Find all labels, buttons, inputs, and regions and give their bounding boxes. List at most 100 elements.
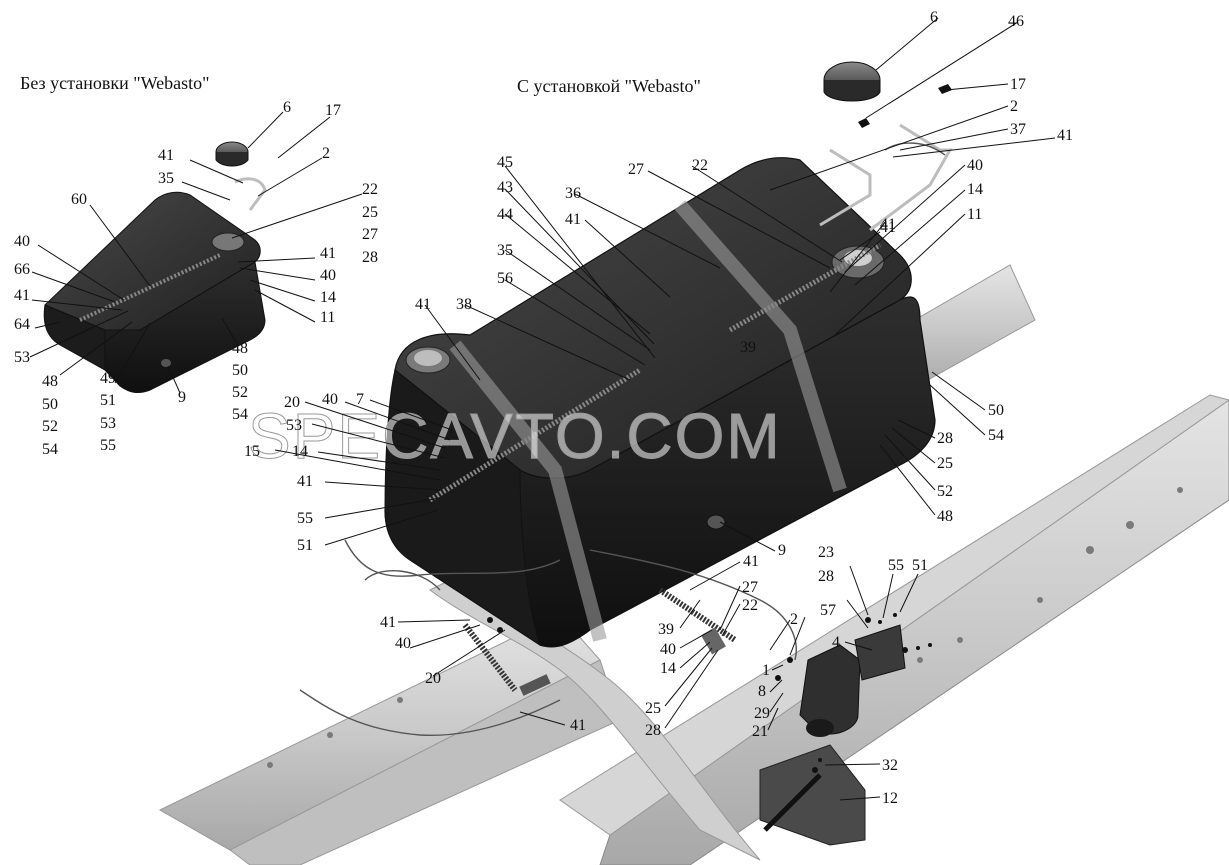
tank-strap-2 [674,200,847,493]
right-callout-55b: 55 [888,557,904,574]
right-callout-25b: 25 [645,700,661,717]
right-callout-28b: 28 [645,722,661,739]
right-callout-2: 2 [1010,98,1018,115]
right-callout-36: 36 [565,185,581,202]
right-callout-14a: 14 [967,181,983,198]
right-callout-45: 45 [497,154,513,171]
right-callout-41f: 41 [297,473,313,490]
filler-cap-small [215,141,249,167]
right-callout-41c: 41 [880,216,896,233]
right-callout-41i: 41 [570,717,586,734]
small-tank-end-face [43,304,106,371]
right-callout-20b: 20 [425,670,441,687]
right-callout-46: 46 [1008,13,1024,30]
right-callout-50: 50 [988,402,1004,419]
right-callout-1: 1 [762,662,770,679]
left-callout-22: 22 [362,181,378,198]
right-callout-29: 29 [754,705,770,722]
left-callout-52b: 52 [42,418,58,435]
fasteners [487,613,932,773]
tank-band-b [728,242,882,333]
left-callouts: 6 17 41 2 35 22 60 25 27 28 40 41 66 40 … [14,99,378,458]
caption-without-webasto: Без установки "Webasto" [20,73,209,93]
bracket-12 [759,744,866,846]
left-callout-40a: 40 [14,233,30,250]
small-tank-band [79,253,221,322]
right-callout-23: 23 [818,544,834,561]
left-callout-41c: 41 [14,287,30,304]
filler-cap-large [823,61,881,102]
right-callout-32: 32 [882,757,898,774]
left-callout-66: 66 [14,261,30,278]
right-callout-41h: 41 [380,614,396,631]
right-callout-22a: 22 [692,157,708,174]
tank-end-face [384,369,541,647]
right-callout-20a: 20 [284,394,300,411]
right-callout-21: 21 [752,723,768,740]
left-callout-54b: 54 [42,441,58,458]
pump-filter-unit [799,644,861,737]
right-callout-43: 43 [497,179,513,196]
small-tank-drain [161,359,171,367]
tank-sender-unit-top [844,250,872,266]
right-callout-15: 15 [244,443,260,460]
left-callout-41: 41 [158,147,174,164]
left-callout-60: 60 [71,191,87,208]
right-callout-40c: 40 [660,641,676,658]
left-callout-40b: 40 [320,267,336,284]
left-callout-17: 17 [325,102,341,119]
right-callout-35: 35 [497,242,513,259]
right-callout-25a: 25 [937,455,953,472]
small-tank-front-face [104,261,266,394]
left-callout-2: 2 [322,145,330,162]
right-callout-22b: 22 [742,597,758,614]
watermark: SPECAVTO.COM [248,400,782,472]
right-callout-40b: 40 [322,391,338,408]
left-callout-53a: 53 [14,349,30,366]
tank-strap-1 [449,340,607,642]
right-callout-12: 12 [882,790,898,807]
left-callout-64: 64 [14,316,30,333]
left-callout-6: 6 [283,99,291,116]
left-callout-55: 55 [100,437,116,454]
left-callout-51: 51 [100,392,116,409]
left-callout-52a: 52 [232,384,248,401]
right-callout-6: 6 [930,9,938,26]
right-callout-41b: 41 [565,211,581,228]
fuel-tank-webasto [384,157,936,648]
right-callout-40a: 40 [967,157,983,174]
right-callout-4: 4 [832,634,840,651]
left-callout-48b: 48 [42,373,58,390]
mounting-plate-4 [854,624,906,681]
right-callout-11: 11 [967,206,982,223]
right-callout-14c: 14 [660,660,676,677]
right-callout-51a: 51 [297,537,313,554]
left-callout-53b: 53 [100,415,116,432]
right-callout-51b: 51 [912,557,928,574]
tank-filler-neck-inner [414,350,442,366]
right-callout-27b: 27 [742,579,758,596]
right-callouts: 6 46 17 2 37 41 45 27 22 43 36 40 44 41 … [244,9,1073,807]
small-tank-sender [211,232,245,252]
vent-fitting-46 [858,118,870,128]
right-callout-7: 7 [356,391,364,408]
right-callout-28c: 28 [818,568,834,585]
left-callout-49: 49 [100,370,116,387]
bracket-rod [763,773,822,832]
right-callout-28a: 28 [937,430,953,447]
left-callout-50a: 50 [232,362,248,379]
left-callout-14: 14 [320,289,336,306]
right-callout-39a: 39 [740,339,756,356]
right-callout-41g: 41 [743,553,759,570]
right-callout-27a: 27 [628,161,644,178]
left-callout-35: 35 [158,170,174,187]
left-callout-41b: 41 [320,245,336,262]
frame-rail-left-web [229,659,621,865]
threaded-rods [462,587,737,696]
right-callout-55: 55 [297,510,313,527]
right-callout-54: 54 [988,427,1004,444]
tank-drain-plug [706,514,726,530]
left-callout-54a: 54 [232,406,248,423]
tank-band-a [428,367,642,503]
right-callout-41a: 41 [1057,127,1073,144]
